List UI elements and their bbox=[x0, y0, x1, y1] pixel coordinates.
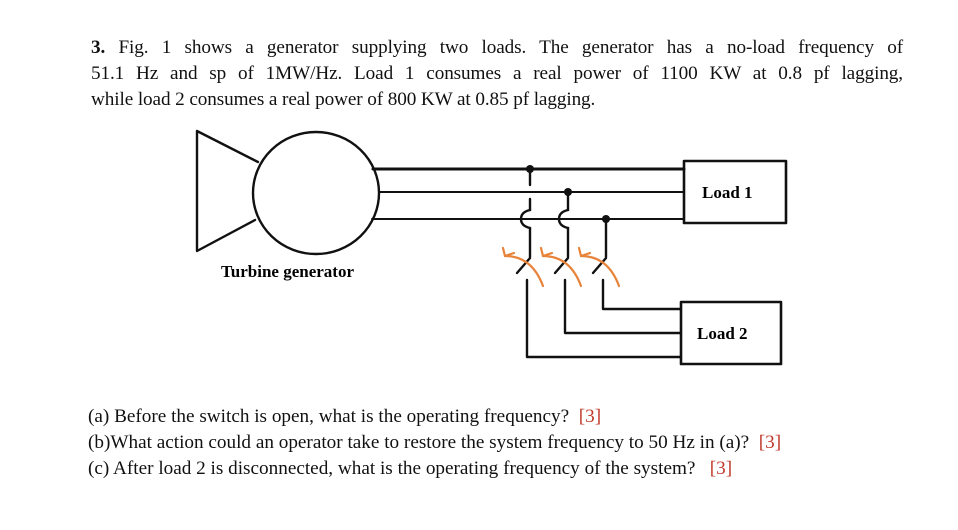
load1-box bbox=[682, 159, 788, 225]
question-list: (a) Before the switch is open, what is t… bbox=[88, 404, 781, 482]
junction-dot bbox=[564, 188, 572, 196]
switch-arrow-icon[interactable] bbox=[577, 246, 621, 288]
question-b: (b)What action could an operator take to… bbox=[88, 432, 782, 453]
question-a: (a) Before the switch is open, what is t… bbox=[88, 406, 602, 427]
junction-dot bbox=[526, 165, 534, 173]
problem-statement: 3. Fig. 1 shows a generator supplying tw… bbox=[91, 35, 903, 113]
question-number: 3. bbox=[91, 37, 106, 58]
question-c: (c) After load 2 is disconnected, what i… bbox=[88, 458, 733, 479]
load1-label: Load 1 bbox=[702, 183, 753, 202]
load2-label: Load 2 bbox=[697, 324, 748, 343]
problem-line-3: while load 2 consumes a real power of 80… bbox=[91, 89, 596, 110]
problem-line-2: 51.1 Hz and sp of 1MW/Hz. Load 1 consume… bbox=[91, 63, 903, 84]
turbine-icon bbox=[195, 129, 260, 253]
generator-label: Turbine generator bbox=[221, 262, 354, 281]
generator-icon bbox=[251, 130, 381, 256]
marks-badge: [3] bbox=[709, 458, 733, 479]
branch-1 bbox=[515, 167, 683, 359]
junction-dot bbox=[602, 215, 610, 223]
switch-arrow-icon[interactable] bbox=[539, 246, 583, 288]
branch-2 bbox=[553, 190, 683, 335]
branch-3 bbox=[591, 217, 683, 311]
problem-line-1: 3. Fig. 1 shows a generator supplying tw… bbox=[91, 37, 903, 58]
switch-arrow-icon[interactable] bbox=[501, 246, 545, 288]
marks-badge: [3] bbox=[758, 432, 782, 453]
marks-badge: [3] bbox=[578, 406, 602, 427]
